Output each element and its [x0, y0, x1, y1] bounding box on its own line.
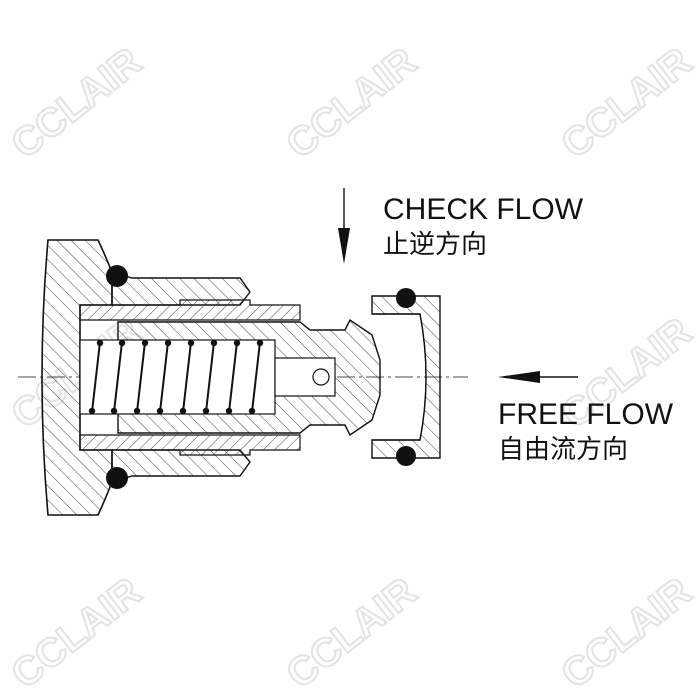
- watermark-text: CCLAIR: [3, 39, 149, 167]
- watermark-text: CCLAIR: [553, 39, 699, 167]
- spring-chamber: [79, 339, 276, 415]
- o-ring: [396, 288, 416, 308]
- check-flow-arrow-icon: [338, 188, 350, 264]
- pin-hole: [312, 368, 330, 386]
- watermark-text: CCLAIR: [278, 569, 424, 697]
- watermark-text: CCLAIR: [278, 39, 424, 167]
- check-flow-label: CHECK FLOW: [383, 193, 584, 226]
- o-ring: [106, 467, 128, 489]
- free-flow-label-zh: 自由流方向: [498, 434, 628, 464]
- spring-coil-dots: [88, 339, 264, 415]
- inner-sleeve-lower: [79, 434, 301, 456]
- valve-body-flange: [41, 239, 113, 516]
- free-flow-label: FREE FLOW: [498, 398, 674, 431]
- free-flow-arrow-icon: [498, 371, 578, 383]
- o-ring: [396, 446, 416, 466]
- o-ring: [106, 265, 128, 287]
- inner-sleeve-upper: [79, 299, 301, 321]
- outlet-cap-inner: [372, 313, 427, 441]
- watermark-text: CCLAIR: [553, 569, 699, 697]
- check-flow-label-zh: 止逆方向: [383, 229, 487, 259]
- spring: [91, 341, 261, 413]
- watermark-text: CCLAIR: [3, 569, 149, 697]
